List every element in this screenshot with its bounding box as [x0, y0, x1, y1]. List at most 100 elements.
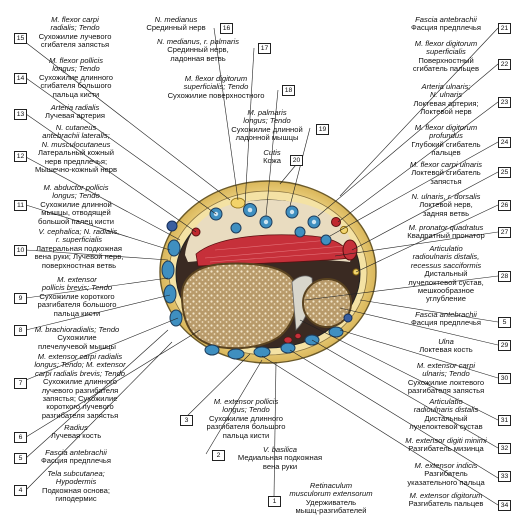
label-26: N. ulnaris, r. dorsalis Локтевой нерв, з…: [398, 192, 494, 218]
label-10-latin-2: r. superficialis: [55, 235, 103, 245]
label-12-russian-1: Латеральный кожный: [37, 148, 114, 158]
label-3-latin-2: longus; Tendo: [222, 405, 270, 415]
label-23-russian-2: Локтевой нерв: [420, 107, 472, 117]
label-number-26: 26: [498, 200, 511, 211]
label-24: M. flexor digitorum profundus Глубокий с…: [398, 123, 494, 158]
label-number-1: 1: [268, 496, 281, 507]
label-5-right-latin-1: Fascia antebrachii: [415, 310, 477, 319]
label-29: Ulna Локтевая кость: [398, 337, 494, 355]
dorsal-muscle-bits: [283, 333, 302, 344]
label-17-russian-2: ладонная ветвь: [170, 53, 226, 63]
label-31-latin-1: Articulatio: [429, 397, 463, 406]
label-1-latin-1: Retinaculum: [309, 481, 353, 490]
flexor-carpi-ulnaris: [342, 239, 358, 261]
basilic-vein: [343, 313, 353, 323]
label-5-left-latin-1: Fascia antebrachii: [45, 448, 107, 457]
ulnar-nerve: [339, 225, 349, 235]
label-19-latin-2: longus; Tendo: [243, 116, 291, 126]
label-15-latin-2: radialis; Tendo: [50, 23, 100, 33]
label-4-latin-2: Hypodermis: [55, 477, 97, 487]
label-34: M. extensor digitorum Разгибатель пальце…: [398, 491, 494, 509]
label-11-latin-1: M. abductor pollicis: [43, 183, 109, 192]
label-29-latin-1: Ulna: [438, 337, 454, 346]
label-24-latin-1: M. flexor digitorum: [414, 123, 478, 132]
label-30-russian-2: разгибателя запястья: [407, 386, 485, 396]
ulna-bone: [302, 278, 352, 328]
label-2-russian-1: Медиальная подкожная: [237, 453, 323, 463]
label-number-15: 15: [14, 33, 27, 44]
label-number-4: 4: [14, 485, 27, 496]
label-25: M. flexor carpi ulnaris Локтевой сгибате…: [398, 160, 494, 186]
label-27: M. pronator quadratus Квадратный пронато…: [398, 223, 494, 241]
label-11-russian-3: большой палец кисти: [38, 216, 114, 226]
label-16-latin-1: N. medianus: [154, 15, 198, 24]
label-4-russian-2: гиподермис: [55, 494, 97, 504]
label-24-latin-2: profundus: [429, 131, 463, 141]
label-18-latin-2: superficialis; Tendo: [183, 82, 249, 92]
label-10-russian-3: поверхностная ветвь: [41, 260, 117, 270]
label-19-russian-2: ладонной мышцы: [235, 133, 299, 143]
tendon-inner-marks: [213, 207, 317, 225]
label-1-latin-2: musculorum extensorum: [289, 489, 373, 499]
label-12-latin-3: N. musculocutaneus: [41, 139, 111, 149]
label-number-18: 18: [282, 85, 295, 96]
label-13-russian-1: Лучевая артерия: [45, 111, 105, 121]
label-number-12: 12: [14, 151, 27, 162]
label-22-russian-1: Поверхностный: [418, 55, 474, 65]
label-14-latin-2: longus; Tendo: [52, 64, 100, 74]
label-31: Articulatio radioulnaris distalis Дистал…: [398, 397, 494, 432]
label-7-russian-4: короткого лучевого: [46, 402, 114, 412]
label-34-russian-1: Разгибатель пальцев: [408, 499, 484, 509]
label-number-30: 30: [498, 373, 511, 384]
label-number-21: 21: [498, 23, 511, 34]
label-number-9: 9: [14, 293, 27, 304]
label-34-latin-1: M. extensor digitorum: [409, 491, 483, 500]
label-number-27: 27: [498, 227, 511, 238]
radial-artery: [191, 227, 201, 237]
label-15: M. flexor carpi radialis; Tendo Сухожили…: [30, 15, 120, 50]
label-number-23: 23: [498, 97, 511, 108]
label-14-russian-2: сгибателя большого: [40, 81, 112, 91]
label-18-latin-1: M. flexor digitorum: [184, 74, 248, 83]
label-7-latin-1: M. extensor carpi radialis: [37, 352, 123, 361]
label-21: Fascia antebrachii Фасция предплечья: [398, 15, 494, 33]
label-6-latin-1: Radius: [64, 423, 88, 432]
label-25-latin-1: M. flexor carpi ulnaris: [409, 160, 483, 169]
label-15-russian-2: сгибателя запястья: [40, 40, 110, 50]
label-23-latin-1: Arteria ulnaris;: [421, 82, 471, 91]
label-5-right-russian-1: Фасция предплечья: [411, 318, 481, 328]
label-10-latin-1: V. cephalica; N. radialis,: [38, 227, 120, 236]
label-16-russian-1: Срединный нерв: [146, 23, 206, 33]
label-9-latin-1: M. extensor: [57, 275, 97, 284]
label-18-russian-1: Сухожилие поверхностного: [167, 90, 265, 100]
label-19-latin-1: M. palmaris: [247, 108, 287, 117]
label-15-russian-1: Сухожилие лучевого: [38, 31, 112, 41]
label-number-17: 17: [258, 43, 271, 54]
label-30: M. extensor carpi ulnaris; Tendo Сухожил…: [398, 361, 494, 396]
label-9-latin-2: pollicis brevis; Tendo: [41, 283, 113, 293]
median-nerve: [230, 197, 246, 209]
label-26-russian-1: Локтевой нерв,: [419, 200, 473, 210]
label-19-russian-1: Сухожилие длинной: [231, 124, 303, 134]
label-number-16: 16: [220, 23, 233, 34]
label-19: M. palmaris longus; Tendo Сухожилие длин…: [220, 108, 314, 143]
label-5-left: Fascia antebrachii Фасция предплечья: [30, 448, 122, 466]
radius-bone: [180, 262, 298, 350]
label-33-russian-2: указательного пальца: [407, 477, 485, 487]
label-22-latin-1: M. flexor digitorum: [414, 39, 478, 48]
label-10-russian-1: Латеральная подкожная: [36, 243, 122, 253]
ulnar-artery: [331, 217, 341, 227]
label-28-latin-3: recessus sacciformis: [410, 260, 482, 270]
label-9-russian-2: разгибателя большого: [37, 300, 117, 310]
label-26-russian-2: задняя ветвь: [422, 208, 470, 218]
label-20-latin-1: Cutis: [263, 148, 281, 157]
label-number-6: 6: [14, 432, 27, 443]
label-27-latin-1: M. pronator quadratus: [408, 223, 484, 232]
label-number-29: 29: [498, 340, 511, 351]
label-22-latin-2: superficialis: [426, 47, 466, 57]
label-7-latin-2: longus; Tendo; M. extensor: [34, 360, 126, 370]
label-15-latin-1: M. flexor carpi: [51, 15, 99, 24]
label-5-right: Fascia antebrachii Фасция предплечья: [398, 310, 494, 328]
label-12-latin-1: N. cutaneus: [55, 123, 97, 132]
